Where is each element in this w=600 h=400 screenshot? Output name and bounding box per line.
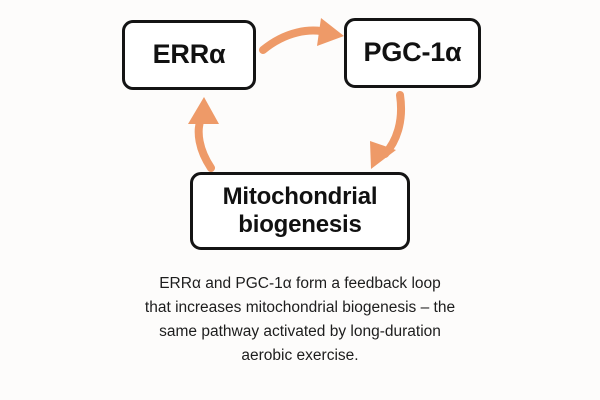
node-pgc-1alpha-label: PGC-1α xyxy=(363,37,462,68)
node-erra[interactable]: ERRα xyxy=(122,20,256,90)
caption-line-1: ERRα and PGC-1α form a feedback loop xyxy=(159,275,441,292)
caption-line-3: same pathway activated by long-duration xyxy=(159,323,441,341)
caption: ERRα and PGC-1α form a feedback loop tha… xyxy=(60,272,540,368)
caption-line-4: aerobic exercise. xyxy=(241,347,359,365)
caption-line-2: that increases mitochondrial biogenesis … xyxy=(144,299,456,317)
arrow-erra-to-pgc xyxy=(259,18,344,54)
arrow-mito-to-erra xyxy=(188,97,219,172)
node-pgc-1alpha[interactable]: PGC-1α xyxy=(344,18,481,88)
node-erra-label: ERRα xyxy=(152,39,226,70)
node-mitochondrial-biogenesis[interactable]: Mitochondrial biogenesis xyxy=(190,172,410,250)
arrow-pgc-to-mito xyxy=(370,91,405,169)
node-mitochondrial-biogenesis-label: Mitochondrial biogenesis xyxy=(222,182,378,238)
